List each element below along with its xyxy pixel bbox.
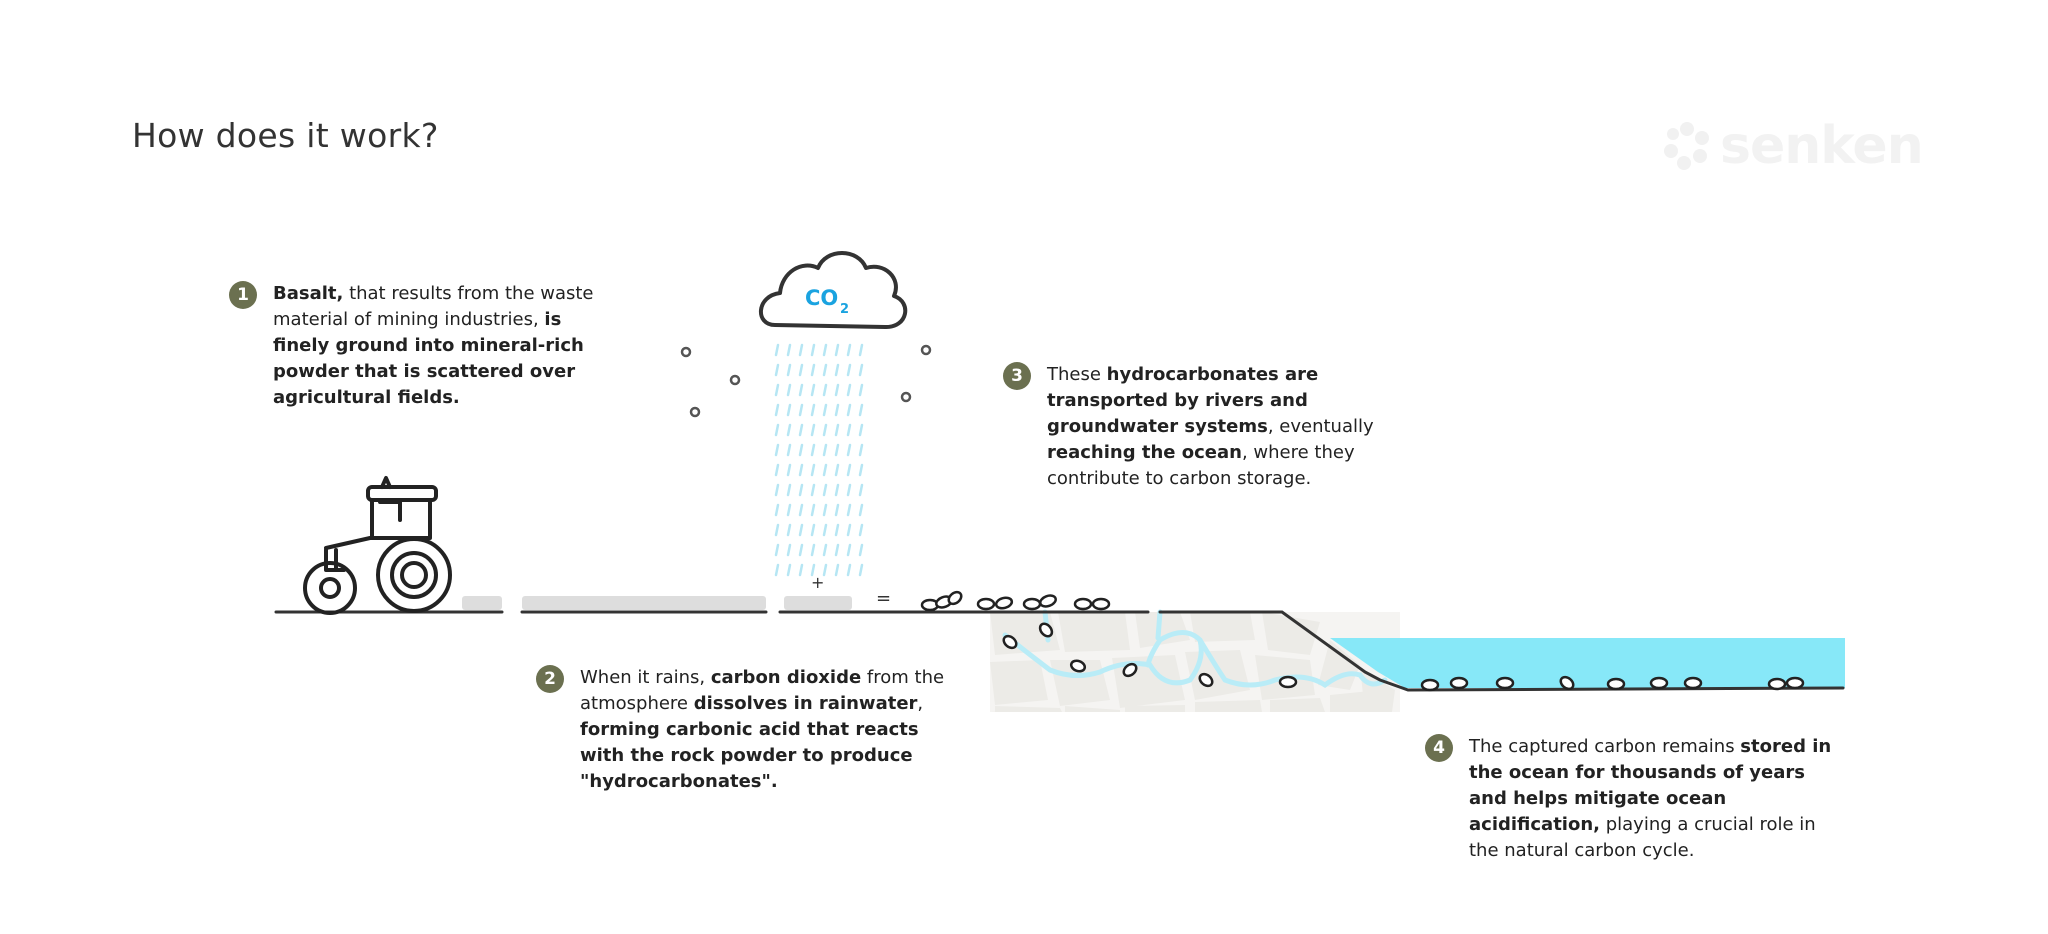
rock-band xyxy=(990,612,1400,712)
text-segment: playing a crucial role in the natural ca… xyxy=(1469,814,1816,861)
text-segment: is finely ground into mineral-rich powde… xyxy=(273,309,584,408)
flower-icon xyxy=(1664,122,1709,170)
text-segment: dissolves in rainwater xyxy=(693,693,918,714)
step-number-badge: 3 xyxy=(1003,362,1031,390)
co2-molecules xyxy=(680,344,932,418)
text-segment: that results from the waste material of … xyxy=(273,283,594,330)
text-segment: When it rains, xyxy=(580,667,711,688)
text-segment: stored in the ocean for thousands of yea… xyxy=(1469,736,1832,835)
step-3: 3 These hydrocarbonates are transported … xyxy=(1003,362,1407,492)
step-number-badge: 4 xyxy=(1425,734,1453,762)
step-text: The captured carbon remains stored in th… xyxy=(1469,734,1849,864)
ocean xyxy=(1330,638,1845,688)
equals-sign: = xyxy=(876,588,891,609)
text-segment: forming carbonic acid that reacts with t… xyxy=(580,719,919,792)
text-segment: from the atmosphere xyxy=(580,667,945,714)
step-text: These hydrocarbonates are transported by… xyxy=(1047,362,1407,492)
logo: senken xyxy=(1662,116,1924,176)
text-segment: Basalt, xyxy=(273,283,344,304)
text-segment: hydrocarbonates are transported by river… xyxy=(1047,364,1319,437)
step-number-badge: 1 xyxy=(229,281,257,309)
logo-text: senken xyxy=(1720,116,1924,176)
co2-subscript: 2 xyxy=(840,302,849,317)
rain xyxy=(774,343,864,577)
text-segment: , where they contribute to carbon storag… xyxy=(1047,442,1355,489)
plus-sign: + xyxy=(811,573,824,592)
step-2: 2 When it rains, carbon dioxide from the… xyxy=(536,665,960,795)
text-segment: , xyxy=(917,693,924,714)
text-segment: , eventually xyxy=(1267,416,1374,437)
step-text: When it rains, carbon dioxide from the a… xyxy=(580,665,960,795)
step-text: Basalt, that results from the waste mate… xyxy=(273,281,613,411)
step-4: 4 The captured carbon remains stored in … xyxy=(1425,734,1849,864)
text-segment: carbon dioxide xyxy=(710,667,862,688)
rock-powder xyxy=(462,596,852,610)
hydrocarbonates xyxy=(920,590,1805,692)
co2-label: CO xyxy=(805,286,838,310)
text-segment: The captured carbon remains xyxy=(1469,736,1741,757)
step-number-badge: 2 xyxy=(536,665,564,693)
step-1: 1 Basalt, that results from the waste ma… xyxy=(229,281,613,411)
co2-cloud-icon: CO 2 xyxy=(758,251,908,330)
tractor-icon xyxy=(303,476,452,615)
text-segment: These xyxy=(1047,364,1107,385)
page-title: How does it work? xyxy=(132,116,439,155)
text-segment: reaching the ocean xyxy=(1047,442,1242,463)
ground-line xyxy=(274,610,1845,692)
